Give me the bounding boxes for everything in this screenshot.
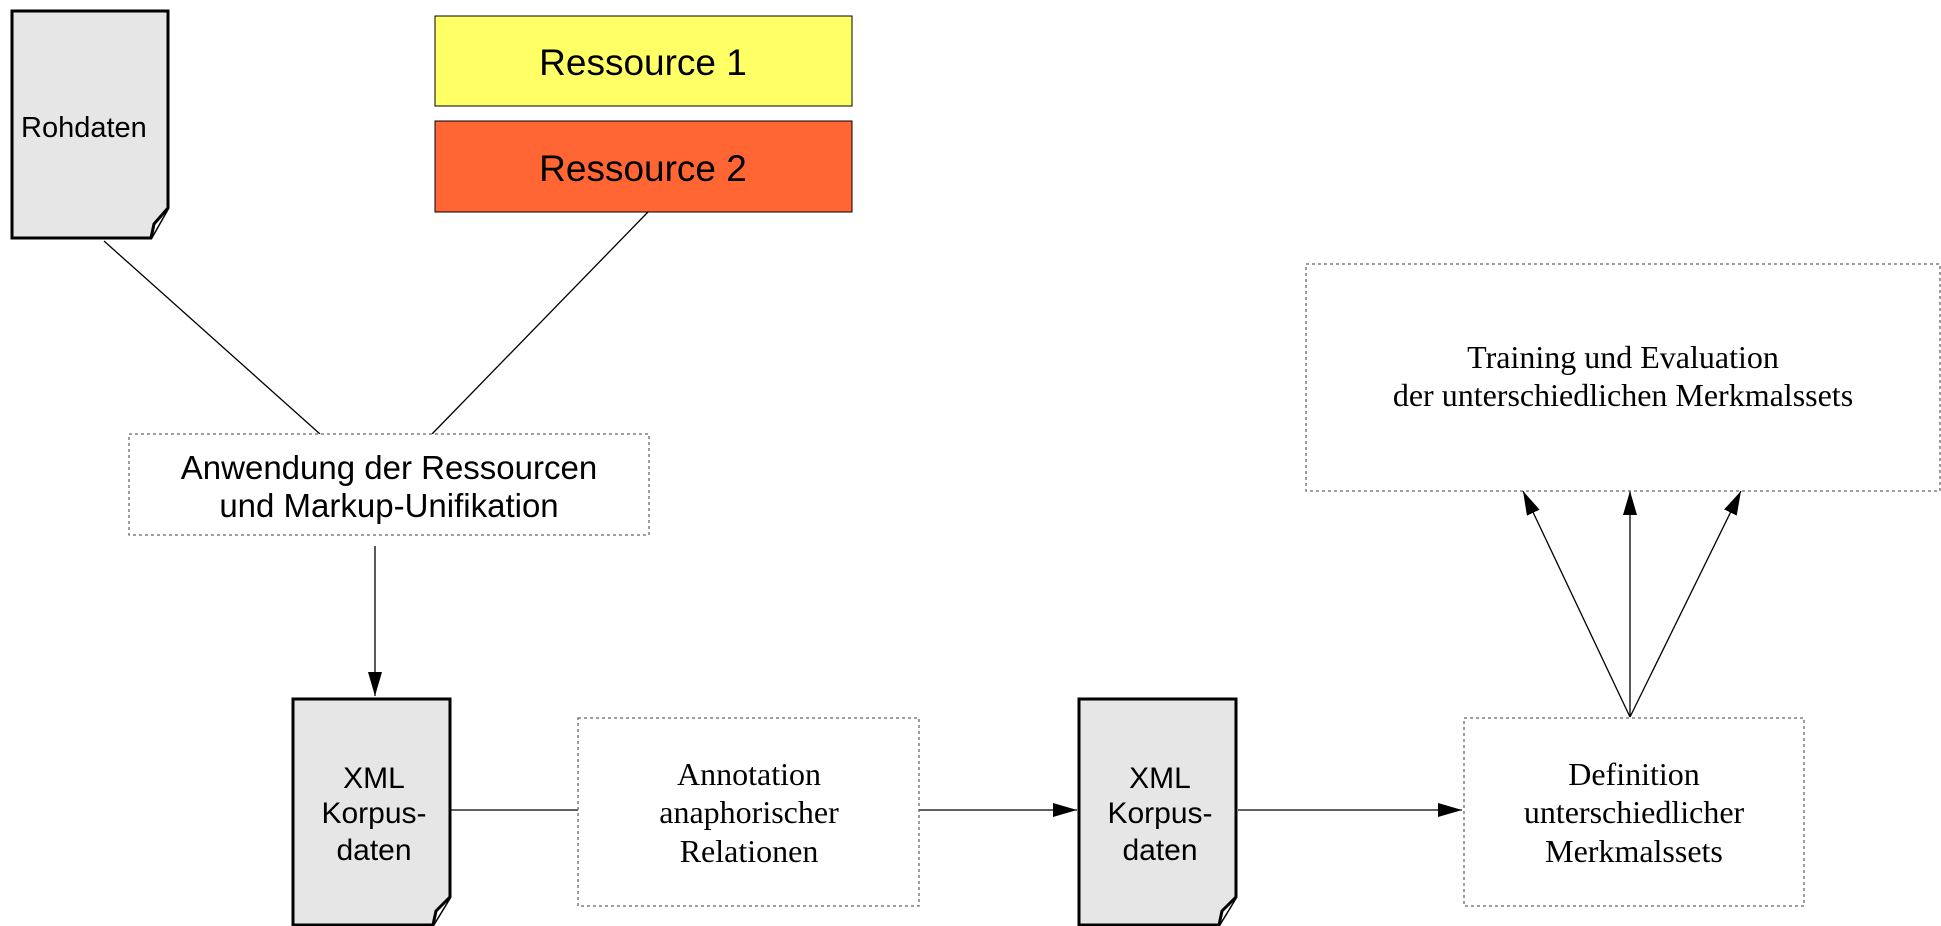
training-label-line-2: der unterschiedlichen Merkmalssets [1393,377,1853,413]
annotation-label-line-2: anaphorischer [659,794,839,830]
ressource-1-box: Ressource 1 [434,15,853,107]
annotation-box: Annotation anaphorischer Relationen [577,717,920,907]
xml1-label-line-1: XML [343,762,405,795]
arrow-definition-training-right [1629,490,1742,718]
training-label-line-1: Training und Evaluation [1467,339,1779,375]
xml2-label-line-2: Korpus- [1107,797,1212,830]
annotation-label-line-1: Annotation [677,756,821,792]
definition-box: Definition unterschiedlicher Merkmalsset… [1463,717,1805,907]
connector-ressource2-anwendung [431,211,649,435]
ressource-2-box: Ressource 2 [434,120,853,213]
connector-rohdaten-anwendung [103,240,321,435]
definition-label-line-1: Definition [1568,756,1700,792]
xml-corpus-document-1: XML Korpus- daten [291,697,452,926]
xml2-label-line-1: XML [1129,762,1191,795]
xml1-label-line-3: daten [336,834,411,867]
ressource-2-rect [434,120,853,213]
definition-label-line-3: Merkmalssets [1545,833,1723,869]
definition-label-line-2: unterschiedlicher [1524,794,1745,830]
training-box: Training und Evaluation der unterschiedl… [1305,263,1941,492]
anwendung-label-line-2: und Markup-Unifikation [219,487,558,524]
xml1-label-line-2: Korpus- [321,797,426,830]
ressource-1-label: Ressource 1 [539,42,747,83]
ressource-2-label: Ressource 2 [539,148,747,189]
rohdaten-document: Rohdaten [10,9,170,240]
arrow-definition-training-left [1522,490,1631,718]
rohdaten-label: Rohdaten [21,112,147,144]
anwendung-label-line-1: Anwendung der Ressourcen [181,449,597,486]
annotation-label-line-3: Relationen [680,833,819,869]
xml-corpus-document-2: XML Korpus- daten [1077,697,1238,926]
xml2-label-line-3: daten [1122,834,1197,867]
anwendung-box: Anwendung der Ressourcen und Markup-Unif… [128,433,650,536]
ressource-1-rect [434,15,853,107]
